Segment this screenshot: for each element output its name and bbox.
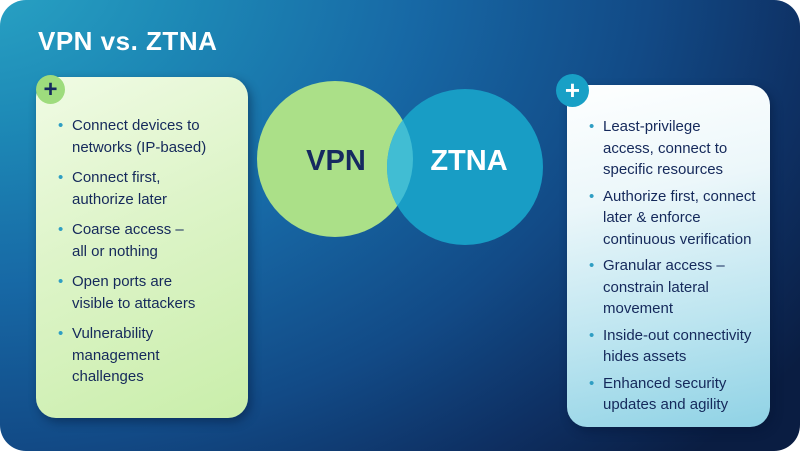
- bullet-icon: •: [589, 187, 595, 205]
- bullet-text: Enhanced security updates and agility: [603, 374, 729, 414]
- list-item: • Least-privilege access, connect to spe…: [589, 116, 762, 181]
- vpn-circle: [257, 81, 413, 237]
- bullet-text: Coarse access – all or nothing: [72, 221, 184, 260]
- bullet-icon: •: [58, 221, 64, 238]
- list-item: • Enhanced security updates and agility: [589, 373, 762, 416]
- list-item: • Vulnerability management challenges: [58, 323, 238, 388]
- page-title: VPN vs. ZTNA: [38, 26, 218, 56]
- bullet-icon: •: [58, 325, 64, 342]
- bullet-text: Open ports are visible to attackers: [72, 273, 196, 312]
- plus-icon: +: [36, 75, 65, 104]
- plus-icon: +: [556, 74, 589, 107]
- ztna-panel: • Least-privilege access, connect to spe…: [567, 85, 770, 427]
- venn-diagram: VPN ZTNA: [257, 81, 543, 245]
- bullet-text: Granular access – constrain lateral move…: [603, 257, 725, 317]
- vpn-label: VPN: [306, 145, 366, 177]
- list-item: • Inside-out connectivity hides assets: [589, 325, 762, 368]
- vpn-bullet-list: • Connect devices to networks (IP-based)…: [36, 77, 248, 388]
- ztna-bullet-list: • Least-privilege access, connect to spe…: [567, 85, 770, 416]
- bullet-text: Connect devices to networks (IP-based): [72, 117, 207, 156]
- ztna-circle: [387, 89, 543, 245]
- bullet-icon: •: [589, 257, 595, 274]
- bullet-icon: •: [58, 117, 64, 134]
- bullet-text: Least-privilege access, connect to speci…: [603, 118, 728, 178]
- bullet-text: Vulnerability management challenges: [72, 325, 160, 385]
- list-item: • Connect first, authorize later: [58, 167, 238, 210]
- bullet-icon: •: [589, 374, 595, 392]
- list-item: • Open ports are visible to attackers: [58, 271, 238, 314]
- bullet-text: Inside-out connectivity hides assets: [603, 326, 752, 366]
- vpn-panel: • Connect devices to networks (IP-based)…: [36, 77, 248, 418]
- bullet-icon: •: [589, 118, 595, 135]
- list-item: • Authorize first, connect later & enfor…: [589, 186, 762, 251]
- ztna-label: ZTNA: [430, 145, 507, 177]
- bullet-icon: •: [58, 273, 64, 290]
- bullet-text: Connect first, authorize later: [72, 169, 168, 208]
- bullet-icon: •: [589, 326, 595, 344]
- bullet-text: Authorize first, connect later & enforce…: [603, 187, 756, 248]
- list-item: • Granular access – constrain lateral mo…: [589, 255, 762, 320]
- bullet-icon: •: [58, 169, 64, 186]
- list-item: • Coarse access – all or nothing: [58, 219, 238, 262]
- list-item: • Connect devices to networks (IP-based): [58, 115, 238, 158]
